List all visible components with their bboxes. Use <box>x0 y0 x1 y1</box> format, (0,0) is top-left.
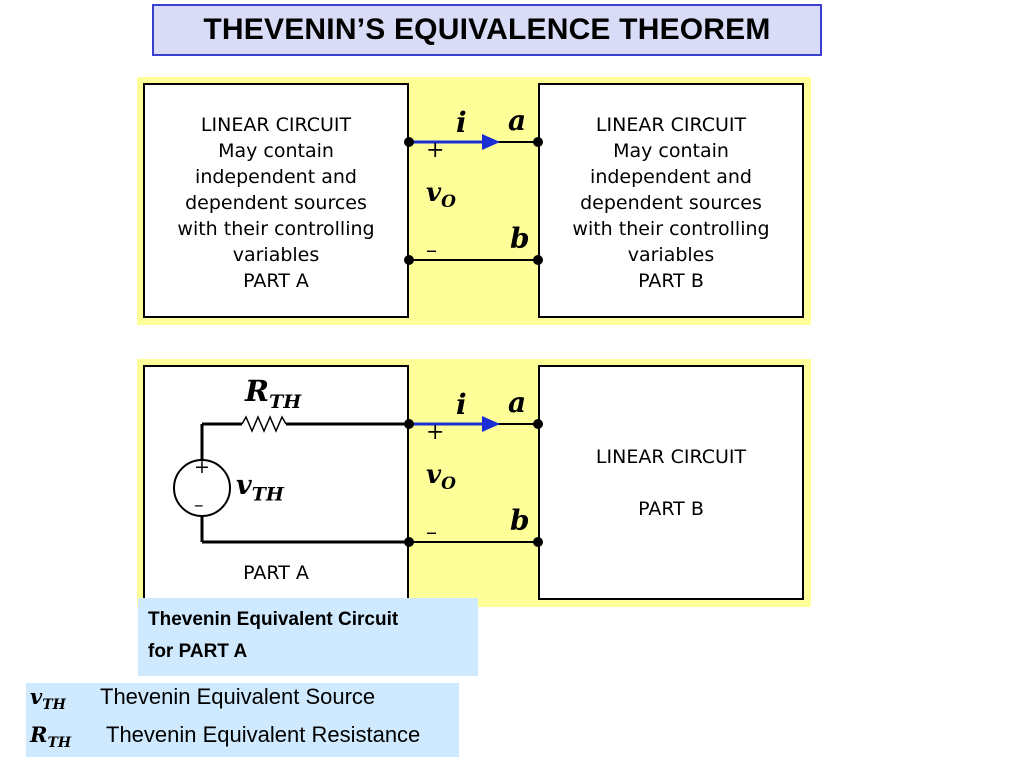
bottom-vo-label: vO <box>426 460 456 494</box>
page-title: THEVENIN’S EQUIVALENCE THEOREM <box>203 13 771 46</box>
top-vo-sub: O <box>441 192 456 213</box>
top-current-label: i <box>456 106 467 139</box>
vth-label: vTH <box>236 470 284 505</box>
top-part-a-line: variables <box>232 244 320 266</box>
top-part-a-line: with their controlling <box>177 218 375 240</box>
bottom-part-b-title: LINEAR CIRCUIT <box>595 446 747 468</box>
bottom-plus-sign: + <box>426 420 445 445</box>
bottom-current-arrowhead <box>482 416 500 432</box>
bottom-part-b-label: PART B <box>638 498 704 520</box>
rth-resistor-zigzag <box>241 415 287 433</box>
top-vo-main: v <box>426 178 442 208</box>
top-part-b-line: variables <box>627 244 715 266</box>
bottom-current-label: i <box>456 388 467 421</box>
legend-text-rth: Thevenin Equivalent Resistance <box>106 722 421 747</box>
bottom-node-dot <box>533 537 543 547</box>
top-node-b-label: b <box>510 222 530 255</box>
top-part-a-line: dependent sources <box>185 192 367 214</box>
bottom-node-a-label: a <box>508 386 527 419</box>
legend-symbol-sub: TH <box>47 735 72 752</box>
title-banner: THEVENIN’S EQUIVALENCE THEOREM <box>152 4 822 56</box>
top-part-b-line: May contain <box>613 140 729 162</box>
rth-main: R <box>245 374 270 408</box>
bottom-node-dot <box>533 419 543 429</box>
bottom-minus-sign: – <box>426 520 437 545</box>
top-part-a-line: independent and <box>195 166 357 188</box>
top-node-dot <box>533 137 543 147</box>
rth-label: RTH <box>245 374 301 413</box>
vth-sub: TH <box>251 483 284 506</box>
top-vo-label: vO <box>426 178 456 212</box>
caption-line: for PART A <box>148 641 248 662</box>
top-node-a-label: a <box>508 104 527 137</box>
bottom-vo-sub: O <box>441 474 456 495</box>
legend-symbol-main: v <box>30 684 43 709</box>
top-part-b-line: dependent sources <box>580 192 762 214</box>
rth-sub: TH <box>269 390 302 413</box>
top-part-a-box: LINEAR CIRCUIT May contain independent a… <box>143 83 409 318</box>
top-part-b-box: LINEAR CIRCUIT May contain independent a… <box>538 83 804 318</box>
top-minus-sign: – <box>426 238 437 263</box>
top-part-a-line: May contain <box>218 140 334 162</box>
caption-box: Thevenin Equivalent Circuit for PART A <box>138 598 478 676</box>
vth-main: v <box>236 470 252 501</box>
top-part-a-line: LINEAR CIRCUIT <box>200 114 352 136</box>
bottom-vo-main: v <box>426 460 442 490</box>
bottom-node-dot <box>404 419 414 429</box>
bottom-node-dot <box>404 537 414 547</box>
legend-symbol-vth: vTH <box>30 684 66 713</box>
top-part-b-line: PART B <box>638 270 704 292</box>
legend-text-vth: Thevenin Equivalent Source <box>100 684 376 709</box>
bottom-part-a-label: PART A <box>243 562 309 584</box>
top-current-arrowhead <box>482 134 500 150</box>
top-plus-sign: + <box>426 138 445 163</box>
legend-symbol-main: R <box>30 722 48 747</box>
legend-symbol-rth: RTH <box>30 722 71 751</box>
top-part-a-line: PART A <box>243 270 309 292</box>
caption-line: Thevenin Equivalent Circuit <box>148 609 399 630</box>
source-minus-sign: – <box>194 494 204 516</box>
source-plus-sign: + <box>194 456 210 478</box>
top-node-dot <box>404 137 414 147</box>
legend-symbol-sub: TH <box>42 697 66 714</box>
top-part-b-line: LINEAR CIRCUIT <box>595 114 747 136</box>
top-node-dot <box>533 255 543 265</box>
top-node-dot <box>404 255 414 265</box>
top-part-b-line: with their controlling <box>572 218 770 240</box>
bottom-part-b-box <box>538 365 804 600</box>
legend-box <box>26 683 459 757</box>
top-part-b-line: independent and <box>590 166 752 188</box>
bottom-node-b-label: b <box>510 504 530 537</box>
